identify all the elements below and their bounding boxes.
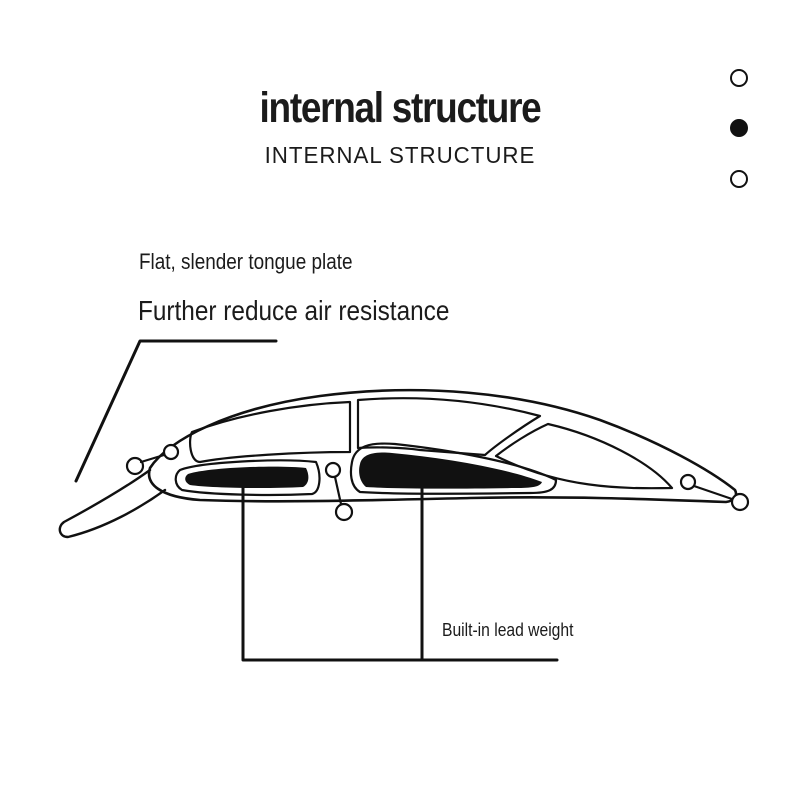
- callout-tongue-benefit: Further reduce air resistance: [138, 295, 450, 326]
- chamber-front: [189, 400, 352, 464]
- line-tie-eyelet-inner: [162, 443, 180, 461]
- pagination-dot-1[interactable]: [730, 69, 748, 87]
- callout-tongue-plate: Flat, slender tongue plate: [139, 249, 353, 274]
- pagination-dot-3[interactable]: [730, 170, 748, 188]
- tail-hook-eyelet: [730, 492, 750, 512]
- weight-chamber-rear: [349, 442, 558, 495]
- tongue-plate: [58, 468, 167, 539]
- pagination-dot-2[interactable]: [730, 119, 748, 137]
- page-title: internal structure: [259, 84, 542, 132]
- belly-hook-eyelet-top: [324, 461, 342, 479]
- chamber-rear: [494, 422, 674, 490]
- tail-hook-eyelet-inner: [679, 473, 697, 491]
- weight-leader-line: [241, 476, 559, 662]
- tongue-leader-line: [74, 339, 278, 483]
- line-tie-eyelet: [125, 456, 145, 476]
- lead-weight-rear: [359, 452, 542, 489]
- lead-weight-front: [185, 466, 309, 489]
- chamber-middle: [356, 397, 542, 457]
- page-subtitle: INTERNAL STRUCTURE: [264, 142, 536, 168]
- belly-hook-eyelet: [334, 502, 354, 522]
- weight-chamber-front: [174, 459, 321, 497]
- callout-lead-weight: Built-in lead weight: [442, 620, 574, 640]
